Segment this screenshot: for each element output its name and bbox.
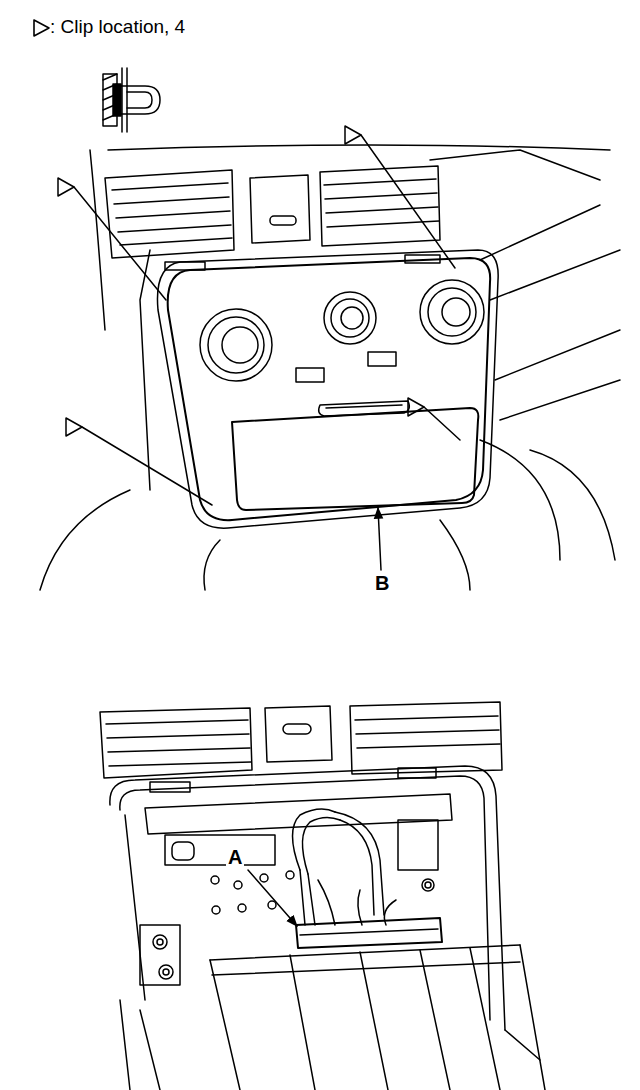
dashboard-bottom (100, 702, 545, 1090)
dashboard-top (40, 145, 620, 590)
clip-markers (58, 126, 460, 505)
clip-symbol (34, 20, 49, 36)
clip-detail (103, 68, 160, 132)
legend-text: : Clip location, 4 (50, 17, 185, 38)
leader-a (248, 870, 297, 926)
leader-b (378, 508, 381, 570)
legend-entry: : Clip location, 4 (50, 17, 185, 38)
callout-letter: A (226, 846, 244, 868)
center-panel (157, 250, 498, 528)
callout-letter: B (373, 572, 391, 594)
